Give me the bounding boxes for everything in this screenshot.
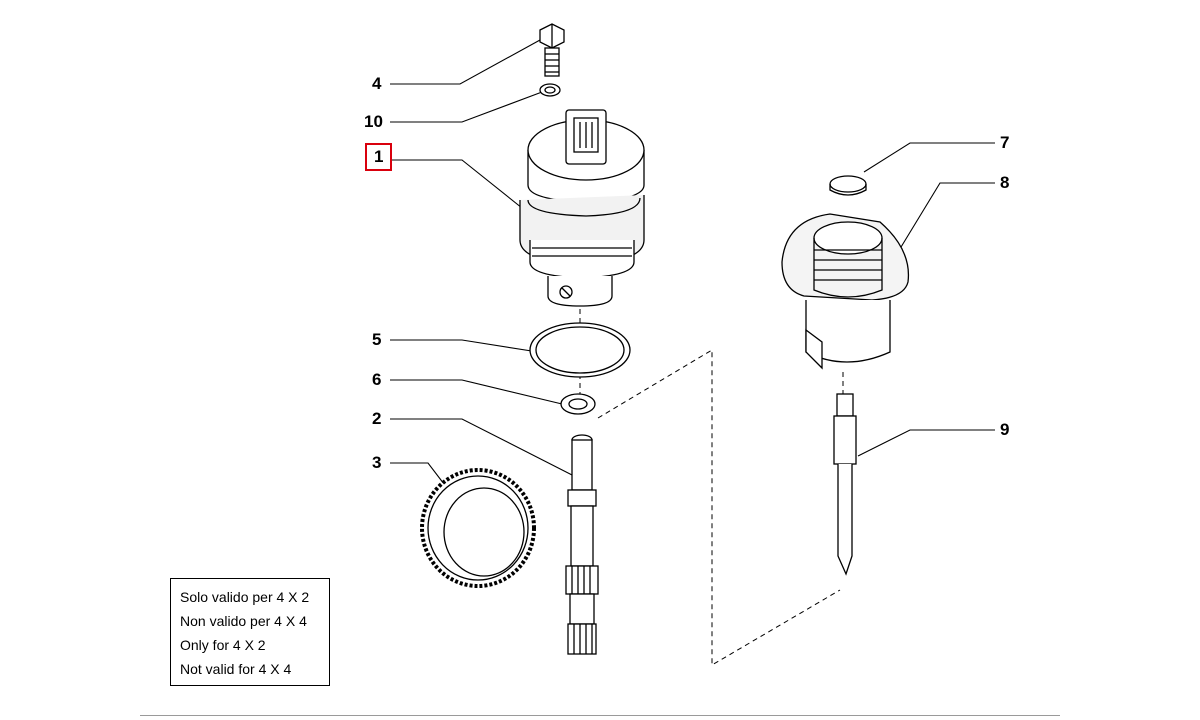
housing-part-8 [781, 213, 910, 370]
cap-part-7 [829, 175, 867, 196]
note-line-1: Solo valido per 4 X 2 [180, 589, 310, 605]
toothed-ring-part-3 [420, 468, 536, 588]
validity-note-box: Solo valido per 4 X 2 Non valido per 4 X… [170, 578, 330, 686]
note-line-3: Only for 4 X 2 [180, 637, 266, 653]
callout-3[interactable]: 3 [372, 453, 382, 472]
pin-part-9 [833, 393, 857, 576]
note-line-2: Non valido per 4 X 4 [180, 613, 307, 629]
bolt-part-4 [539, 23, 565, 77]
callout-9[interactable]: 9 [1000, 420, 1010, 439]
callout-1-highlighted[interactable]: 1 [365, 143, 393, 171]
washer-part-10 [539, 83, 561, 97]
callout-6[interactable]: 6 [372, 370, 382, 389]
drive-shaft-part-2 [565, 434, 599, 655]
washer-part-6 [560, 393, 596, 415]
note-line-4: Not valid for 4 X 4 [180, 661, 292, 677]
callout-5[interactable]: 5 [372, 330, 382, 349]
callout-8[interactable]: 8 [1000, 173, 1010, 192]
callout-4[interactable]: 4 [372, 74, 382, 93]
o-ring-part-5 [529, 322, 631, 378]
leader-lines [390, 39, 995, 485]
speed-sensor-part-1 [519, 109, 645, 307]
callout-2[interactable]: 2 [372, 409, 382, 428]
callout-7[interactable]: 7 [1000, 133, 1010, 152]
bottom-divider [140, 715, 1060, 716]
callout-10[interactable]: 10 [364, 112, 383, 131]
